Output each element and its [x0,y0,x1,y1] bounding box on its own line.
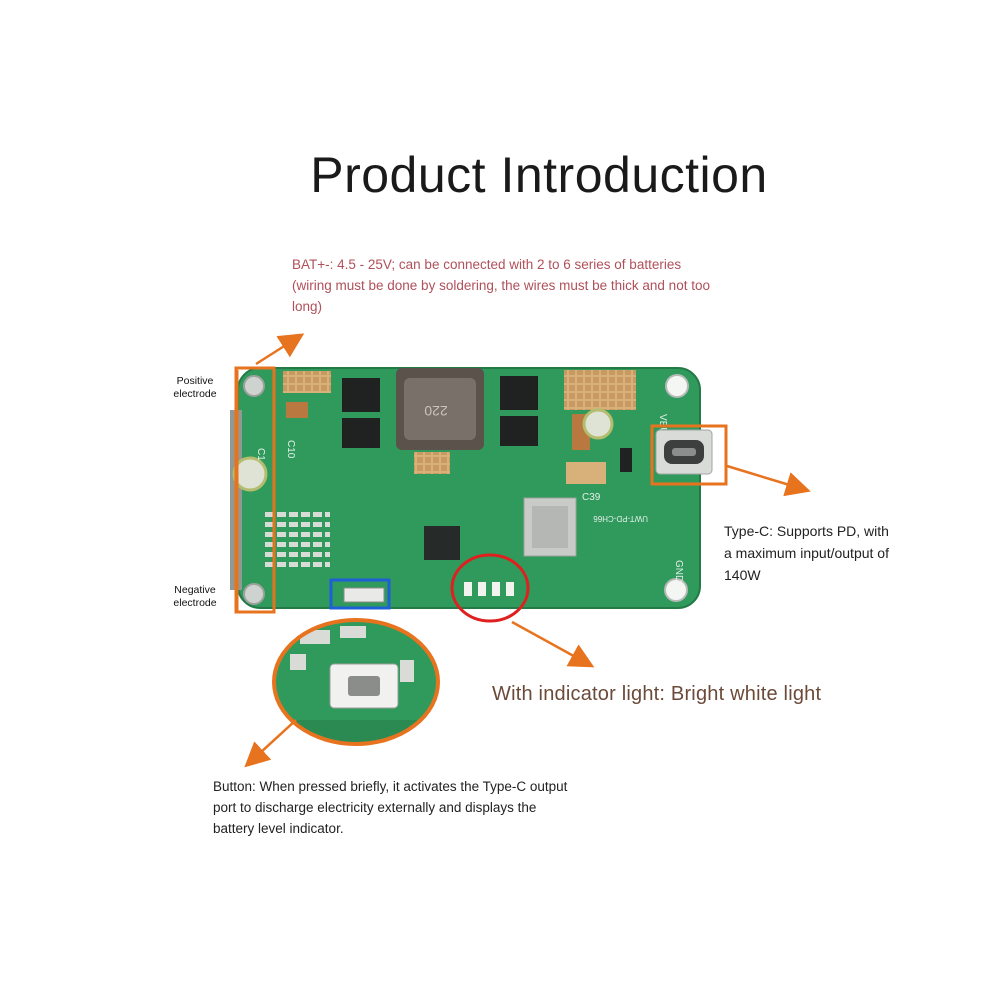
pcb-board: 220 VBUS GND C1 C10 C39 UWT-PD-CH66 [230,367,701,609]
c1-label: C1 [255,448,266,461]
button-note: Button: When pressed briefly, it activat… [213,779,568,836]
typec-note: Type-C: Supports PD, with a maximum inpu… [724,523,889,583]
battery-voltage-note: BAT+-: 4.5 - 25V; can be connected with … [292,257,710,314]
vbus-label: VBUS [657,414,668,442]
annotation-arrows [244,333,811,768]
positive-electrode-label: Positive electrode [173,375,217,400]
indicator-leds [464,582,514,596]
negative-electrode-label: Negative electrode [173,584,217,609]
button-zoom-view [272,618,440,746]
led-highlight-circle [450,553,530,623]
svg-text:220: 220 [424,403,448,419]
c10-label: C10 [285,440,296,459]
page-title: Product Introduction [310,147,768,203]
positive-pad [243,375,265,397]
indicator-light-note: With indicator light: Bright white light [492,683,822,705]
button-component [343,587,385,603]
model-label: UWT-PD-CH66 [593,514,648,523]
button-highlight-box [329,578,391,610]
c39-label: C39 [582,492,601,503]
negative-pad [243,583,265,605]
gnd-label: GND [673,560,684,582]
inductor: 220 [396,368,484,450]
typec-port [655,429,713,475]
typec-highlight-box [650,424,728,486]
